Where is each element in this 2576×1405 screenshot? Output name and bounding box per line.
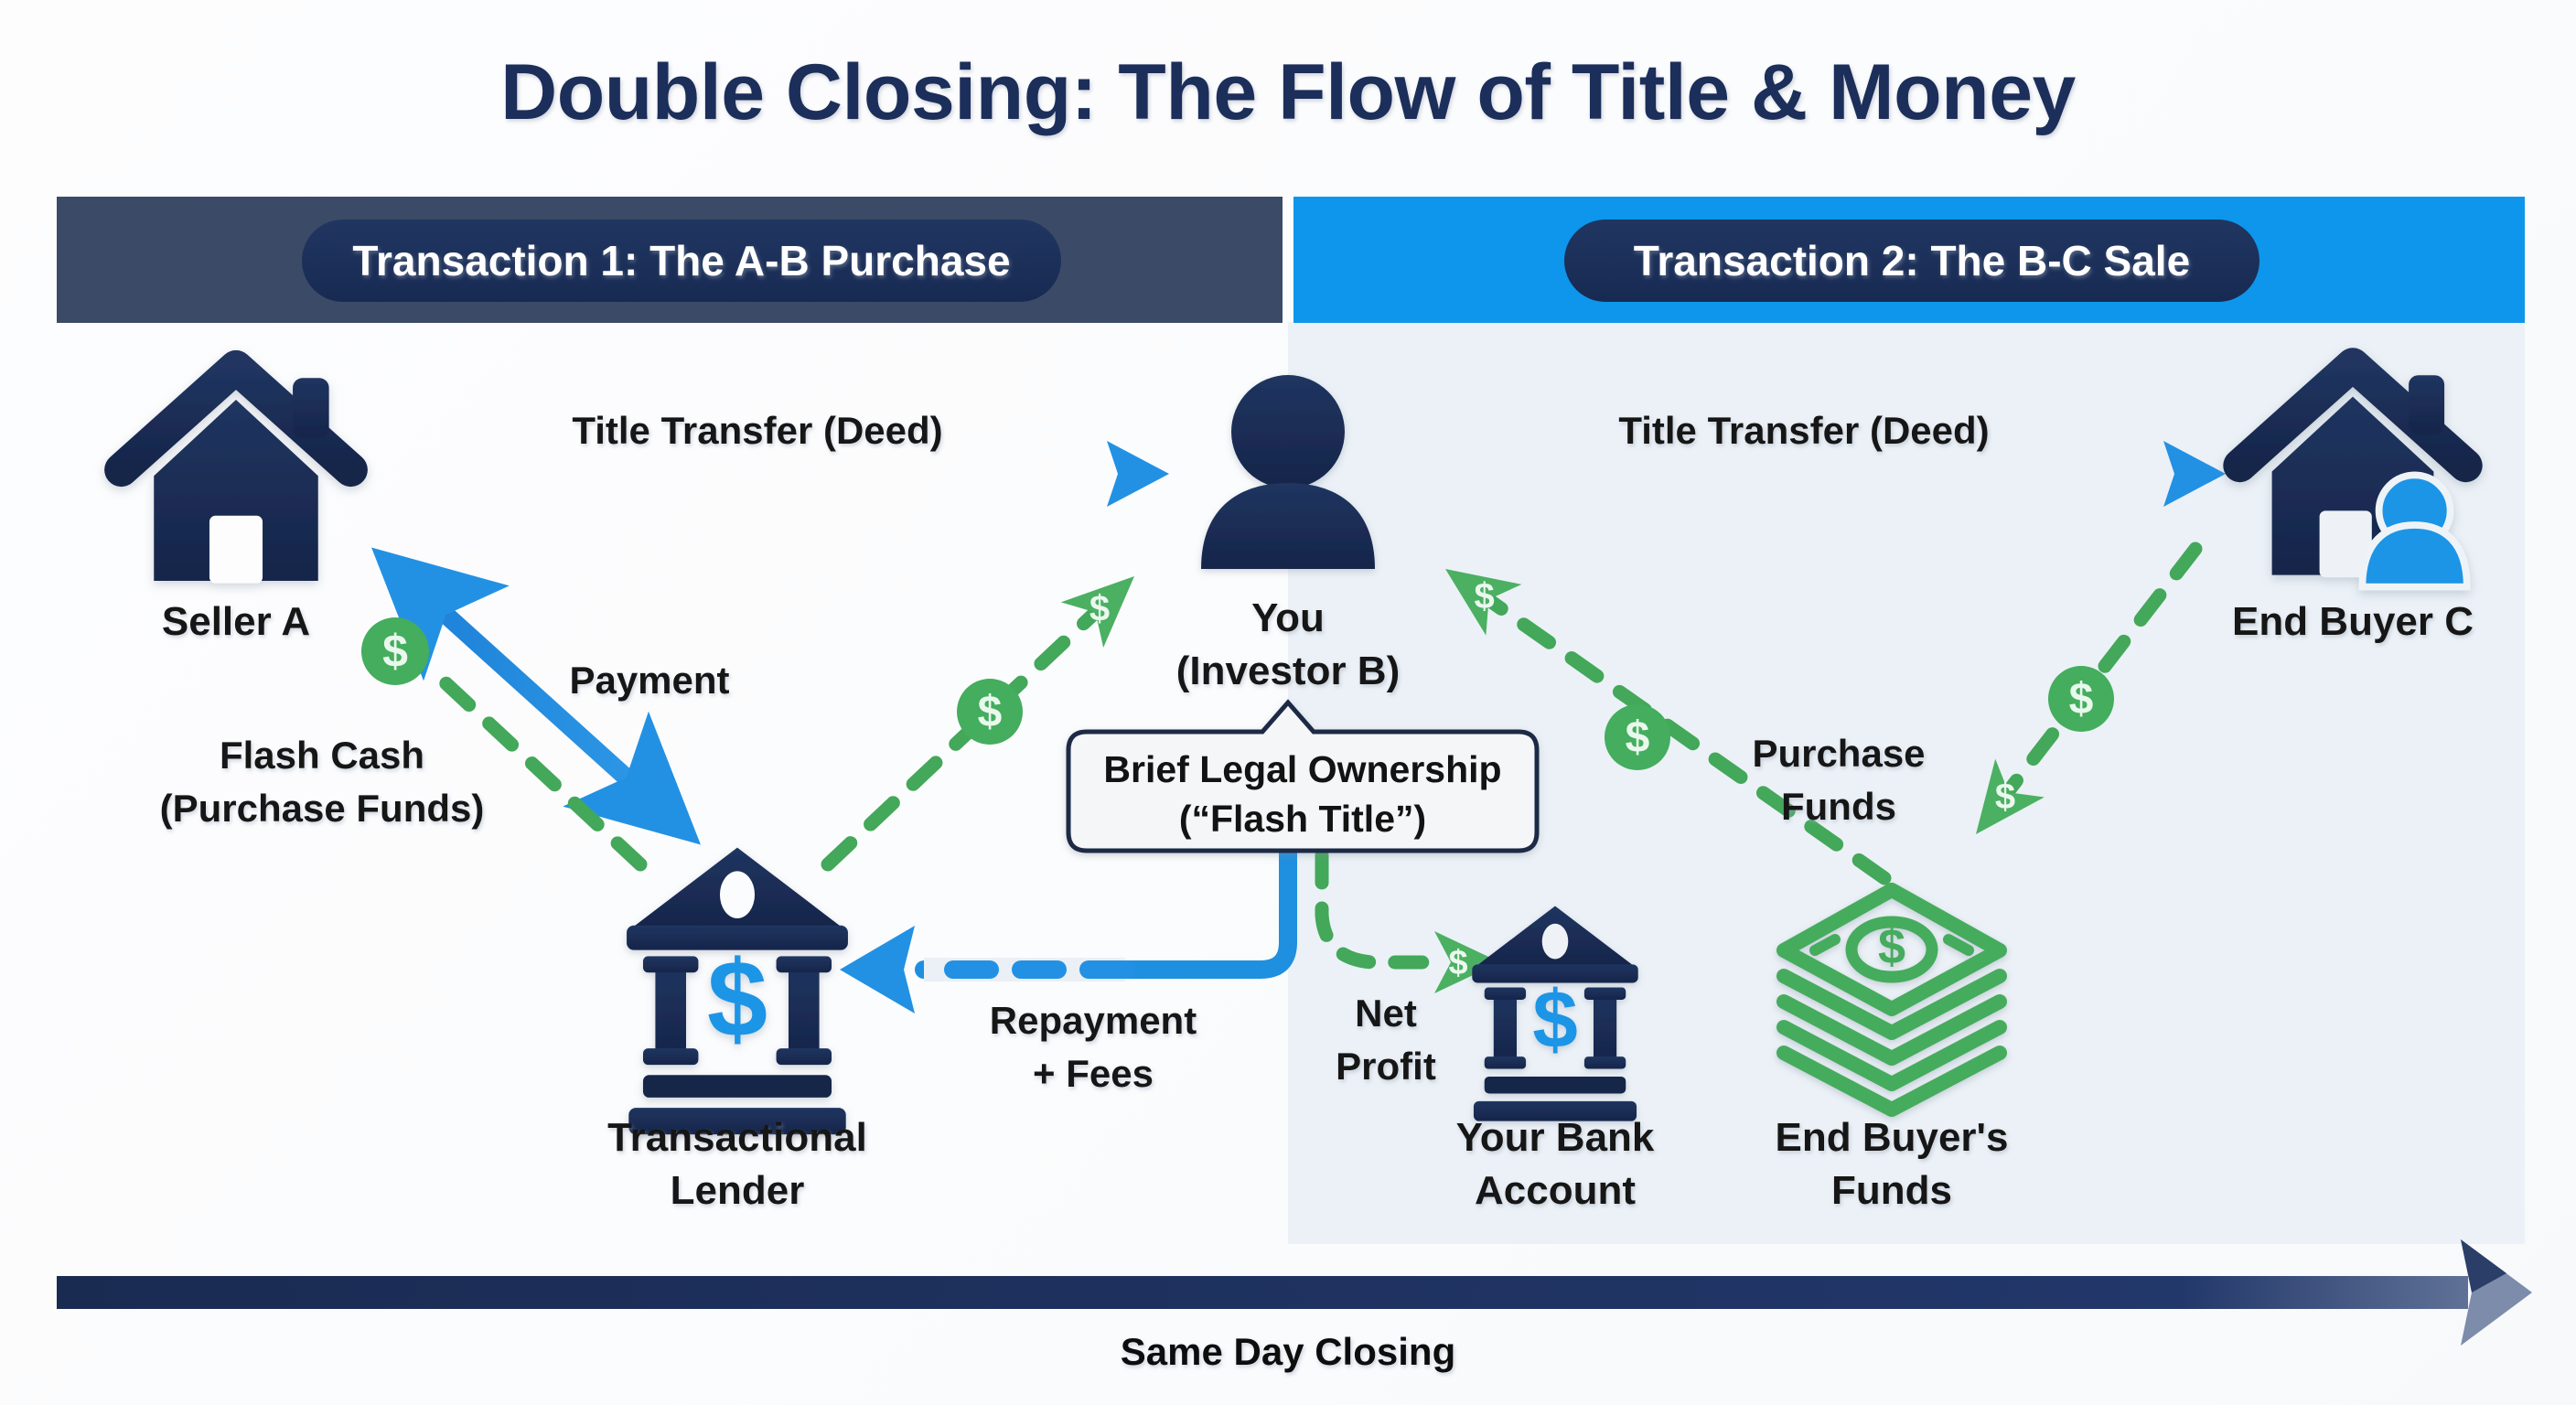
transaction-2-pill [1564,220,2259,302]
flow-title-transfer-ab: Title Transfer (Deed) [357,409,1169,507]
dollar-coin-icon: $ [1605,704,1670,770]
svg-text:$: $ [1995,777,2015,817]
end-buyers-funds-label-1: End Buyer's [1776,1115,2009,1160]
node-your-bank-account[interactable]: $ Your Bank Account [1456,906,1655,1213]
svg-text:$: $ [1878,919,1905,974]
flow-lender-to-investor: $ $ [821,576,1134,872]
svg-text:$: $ [1532,973,1578,1065]
svg-text:$: $ [2069,675,2094,724]
transaction-2-banner: Transaction 2: The B-C Sale [1293,197,2525,323]
seller-a-label: Seller A [162,599,310,644]
investor-b-label-1: You [1251,595,1325,640]
lender-label-1: Transactional [607,1115,867,1160]
money-arrowhead-icon: $ [1976,758,2045,834]
flow-repayment-fees: Repayment + Fees [840,842,1297,1095]
node-end-buyers-funds[interactable]: $ End Buyer's Funds [1776,883,2009,1213]
flash-cash-label-1: Flash Cash [220,734,424,777]
callout-line-1: Brief Legal Ownership [1103,748,1501,790]
bank-icon: $ [627,847,848,1135]
flow-title-transfer-bc: Title Transfer (Deed) [1432,409,2226,507]
dollar-coin-icon: $ [957,679,1023,745]
transaction-1-label: Transaction 1: The A-B Purchase [352,237,1010,284]
node-investor-b[interactable]: You (Investor B) [1176,375,1400,693]
svg-text:$: $ [978,688,1003,736]
svg-text:$: $ [1448,944,1467,982]
house-with-person-icon [2223,348,2483,591]
money-arrowhead-icon: $ [1434,931,1500,993]
title-transfer-ab-label: Title Transfer (Deed) [572,409,942,452]
purchase-funds-label-1: Purchase [1752,732,1925,775]
payment-label: Payment [569,659,729,702]
money-arrowhead-icon: $ [1445,569,1522,636]
timeline-same-day-closing: Same Day Closing [57,1239,2532,1373]
bank-account-label-2: Account [1475,1168,1636,1213]
dollar-coin-icon: $ [361,617,429,685]
flash-title-callout: Brief Legal Ownership (“Flash Title”) [1066,699,1540,853]
title-transfer-bc-label: Title Transfer (Deed) [1618,409,1989,452]
end-buyer-c-label: End Buyer C [2232,599,2474,644]
repayment-label-1: Repayment [990,999,1197,1042]
timeline-label: Same Day Closing [1121,1330,1455,1373]
node-transactional-lender[interactable]: $ Transactional Lender [607,847,867,1213]
callout-line-2: (“Flash Title”) [1179,798,1426,840]
svg-text:$: $ [1474,576,1494,617]
money-arrowhead-icon: $ [1060,576,1134,649]
bank-icon: $ [1472,906,1638,1121]
flow-net-profit: $ Net Profit [1315,848,1500,1088]
purchase-funds-label-2: Funds [1781,785,1896,828]
flow-flash-cash: $ Flash Cash (Purchase Funds) [160,617,648,872]
node-end-buyer-c[interactable]: End Buyer C [2223,348,2483,645]
svg-text:$: $ [707,939,767,1060]
transaction-1-banner: Transaction 1: The A-B Purchase [57,197,1283,323]
cash-stack-icon: $ [1776,883,2007,1117]
repayment-label-2: + Fees [1033,1052,1154,1095]
investor-b-label-2: (Investor B) [1176,649,1400,693]
net-profit-label-1: Net [1355,992,1417,1035]
house-icon [104,349,368,584]
end-buyers-funds-label-2: Funds [1831,1168,1952,1213]
page-title: Double Closing: The Flow of Title & Mone… [500,48,2076,136]
flow-payment: Payment [371,547,730,845]
bank-account-label-1: Your Bank [1456,1115,1655,1160]
flow-funds-to-investor: $ $ [1445,569,1892,885]
lender-label-2: Lender [671,1168,805,1213]
dollar-coin-icon: $ [2048,666,2114,732]
transaction-2-label: Transaction 2: The B-C Sale [1634,237,2190,284]
flash-cash-label-2: (Purchase Funds) [160,787,485,830]
flow-purchase-funds: $ $ Purchase Funds [1752,542,2203,834]
transaction-1-pill [302,220,1061,302]
svg-text:$: $ [1089,588,1110,628]
net-profit-label-2: Profit [1336,1045,1436,1088]
svg-text:$: $ [382,626,408,677]
svg-text:$: $ [1626,713,1650,762]
person-icon [1201,375,1375,569]
timeline-bar [57,1276,2468,1309]
node-seller-a[interactable]: Seller A [104,349,368,644]
